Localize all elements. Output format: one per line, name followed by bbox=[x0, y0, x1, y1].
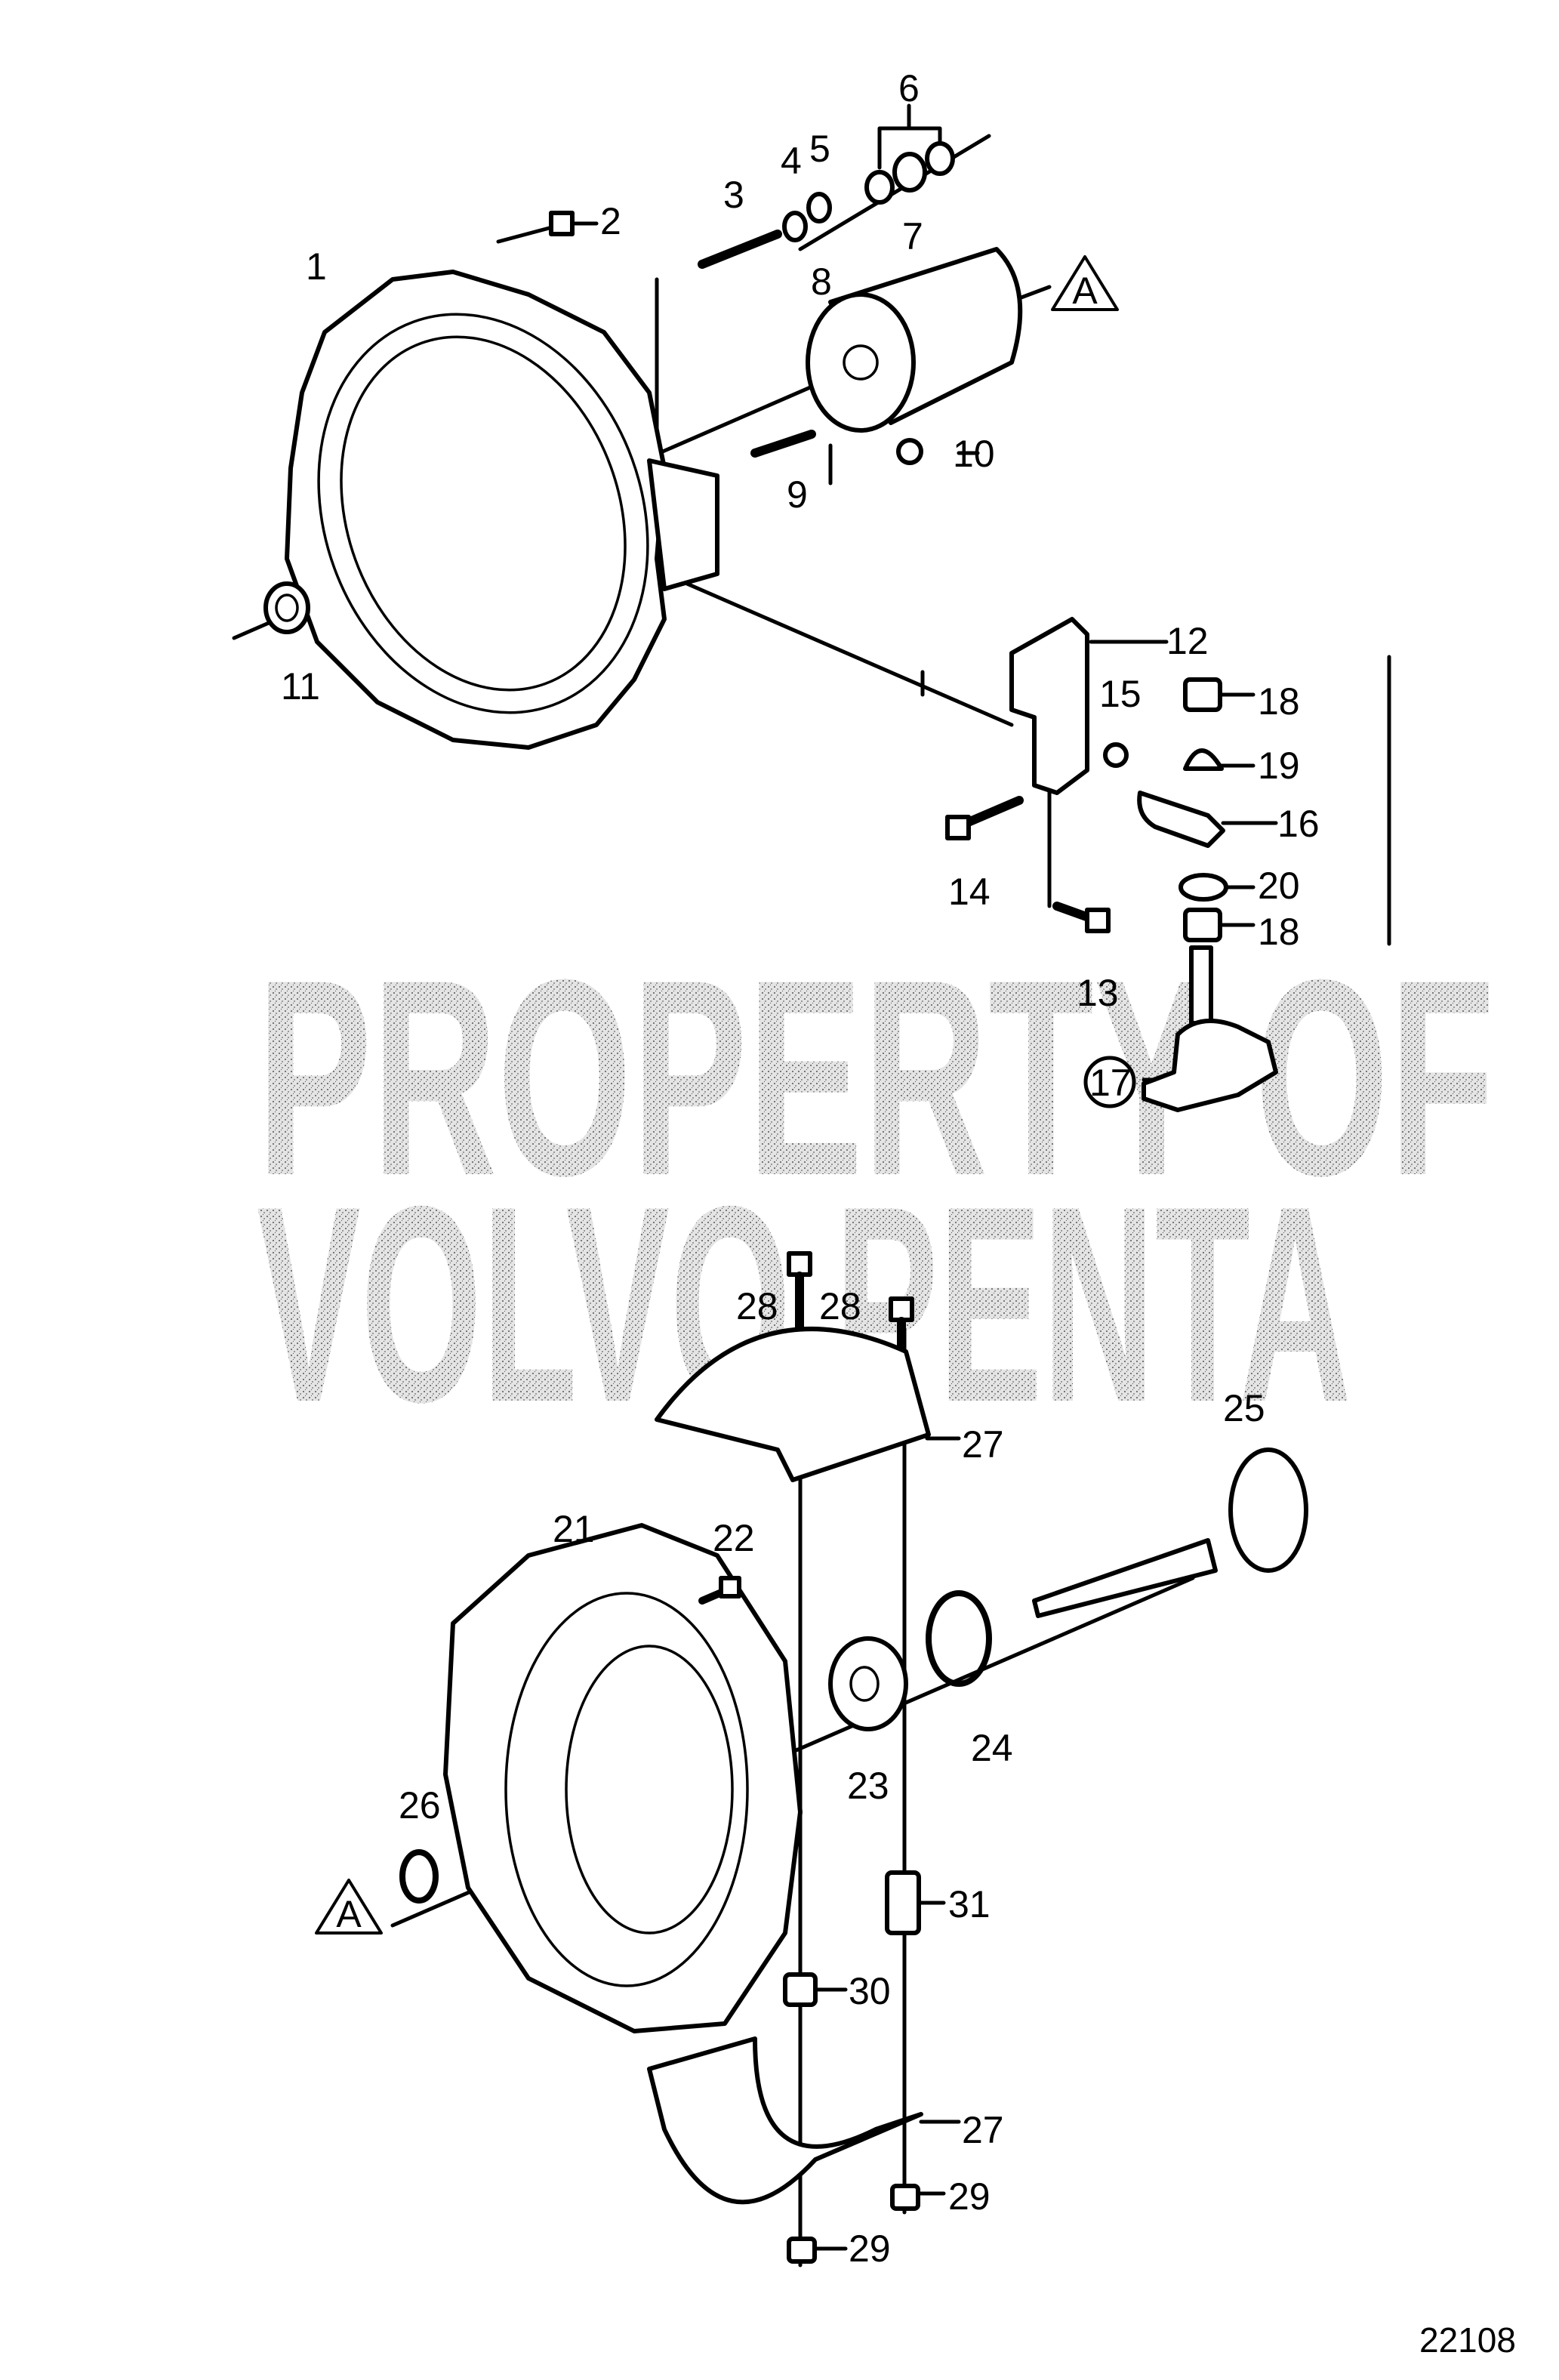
callout-27-lower: 27 bbox=[962, 2109, 1004, 2151]
callout-29-bottom: 29 bbox=[849, 2227, 891, 2270]
callout-8: 8 bbox=[811, 261, 832, 303]
part-23-bearing bbox=[828, 1636, 908, 1731]
callout-18-lower: 18 bbox=[1258, 911, 1300, 953]
part-13-bolt bbox=[1052, 902, 1111, 933]
callout-6: 6 bbox=[898, 67, 920, 109]
callout-25: 25 bbox=[1223, 1387, 1265, 1429]
part-11-seal bbox=[263, 581, 310, 634]
part-24-circlip bbox=[926, 1590, 992, 1687]
watermark-line-1: PROPERTY OF bbox=[257, 922, 1495, 1234]
part-3-stud bbox=[698, 230, 782, 269]
callout-7: 7 bbox=[902, 215, 923, 257]
callout-2: 2 bbox=[600, 200, 621, 242]
callout-27-upper: 27 bbox=[962, 1423, 1004, 1466]
svg-text:A: A bbox=[1072, 270, 1098, 312]
callout-12: 12 bbox=[1166, 620, 1209, 662]
part-27-upper-clamp bbox=[655, 1327, 931, 1482]
callout-labels: 1 2 3 4 5 6 7 8 9 10 11 12 13 14 15 16 1… bbox=[281, 67, 1320, 2270]
flywheel-housing bbox=[285, 270, 719, 750]
callout-22: 22 bbox=[713, 1517, 755, 1559]
callout-leaders bbox=[572, 221, 1278, 2251]
part-10-nut bbox=[896, 438, 923, 465]
part-16-arm bbox=[1137, 791, 1225, 848]
callout-31: 31 bbox=[948, 1883, 991, 1925]
callout-28-left: 28 bbox=[736, 1285, 778, 1327]
part-12-bracket bbox=[1009, 617, 1089, 795]
part-8-mount bbox=[806, 247, 1023, 433]
callout-15: 15 bbox=[1099, 673, 1142, 715]
part-14-bolt bbox=[945, 796, 1024, 840]
callout-14: 14 bbox=[948, 871, 991, 913]
part-20-washer bbox=[1178, 873, 1228, 902]
callout-23: 23 bbox=[847, 1765, 889, 1807]
callout-10: 10 bbox=[953, 433, 995, 475]
callout-30: 30 bbox=[849, 1970, 891, 2012]
part-17-engine-mount bbox=[1142, 945, 1278, 1112]
callout-4: 4 bbox=[781, 140, 802, 182]
part-15-nut bbox=[1103, 742, 1129, 768]
part-4-washer bbox=[782, 211, 808, 242]
part-9-stud bbox=[750, 430, 816, 458]
callout-1: 1 bbox=[306, 245, 327, 288]
part-2-bolt bbox=[496, 211, 575, 244]
reference-marker-a-lower: A bbox=[315, 1879, 383, 1935]
part-25-shaft bbox=[1032, 1447, 1308, 1618]
callout-26: 26 bbox=[399, 1784, 441, 1827]
callout-16: 16 bbox=[1277, 803, 1320, 845]
part-31-spacer bbox=[885, 1870, 921, 1935]
svg-text:A: A bbox=[336, 1893, 362, 1935]
part-19-washer bbox=[1183, 748, 1224, 771]
callout-21: 21 bbox=[553, 1508, 595, 1550]
callout-11: 11 bbox=[281, 665, 320, 708]
callout-9: 9 bbox=[787, 473, 808, 516]
part-30-spacer bbox=[783, 1972, 818, 2007]
part-18-nuts bbox=[1183, 677, 1222, 942]
callout-3: 3 bbox=[723, 174, 744, 216]
reference-marker-a-upper: A bbox=[1051, 255, 1119, 312]
part-22-bolt bbox=[698, 1576, 741, 1605]
callout-29-right: 29 bbox=[948, 2175, 991, 2218]
callout-13: 13 bbox=[1077, 972, 1119, 1014]
part-21-housing bbox=[443, 1523, 803, 2033]
part-27-lower-clamp bbox=[647, 2036, 923, 2205]
callout-5: 5 bbox=[809, 128, 830, 170]
callout-19: 19 bbox=[1258, 745, 1300, 787]
callout-24: 24 bbox=[971, 1727, 1013, 1769]
callout-20: 20 bbox=[1258, 865, 1300, 907]
part-6-7-nuts bbox=[864, 103, 955, 205]
part-26-ring bbox=[399, 1849, 439, 1904]
callout-18-upper: 18 bbox=[1258, 680, 1300, 723]
part-5-washer bbox=[806, 192, 832, 224]
figure-number: 22108 bbox=[1419, 2320, 1516, 2360]
callout-17: 17 bbox=[1089, 1062, 1132, 1104]
callout-28-right: 28 bbox=[819, 1285, 861, 1327]
